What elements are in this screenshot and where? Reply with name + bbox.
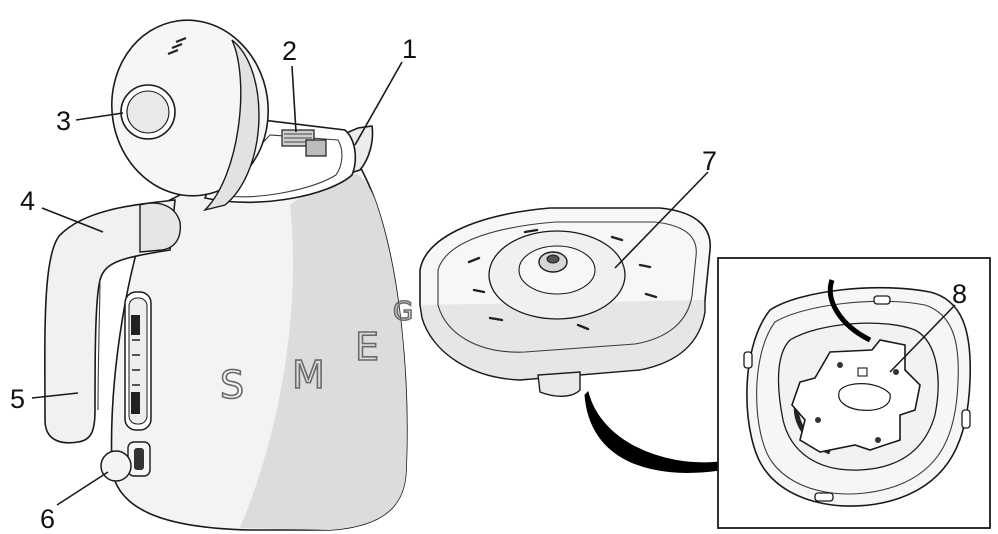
kettle-handle-top xyxy=(139,202,182,253)
callout-leaders xyxy=(31,61,956,506)
base-rim xyxy=(419,300,706,381)
callout-5: 5 xyxy=(10,384,25,414)
base-foot xyxy=(537,371,581,397)
callout-3: 3 xyxy=(56,106,71,136)
callout-7: 7 xyxy=(702,146,717,176)
logo-letter-g: G xyxy=(393,297,413,327)
kettle-handle xyxy=(44,199,176,444)
callout-2: 2 xyxy=(282,36,297,66)
brand-logo: S M E G xyxy=(219,296,414,408)
callout-8: 8 xyxy=(952,279,967,309)
logo-letter-m: M xyxy=(292,353,325,397)
water-level-window xyxy=(124,291,152,431)
kettle-handle-inner xyxy=(97,279,101,411)
power-cord-swoosh xyxy=(584,391,721,473)
lid-opening-button xyxy=(120,84,176,140)
limescale-filter xyxy=(281,129,327,157)
logo-letter-e: E xyxy=(355,325,379,369)
callout-labels: 1 2 3 4 5 6 7 8 xyxy=(10,34,967,534)
power-base-illustration xyxy=(419,207,711,397)
on-off-lever xyxy=(100,441,151,482)
kettle-illustration: S M E G xyxy=(44,19,414,531)
kettle-lid xyxy=(110,19,270,212)
callout-1: 1 xyxy=(402,34,417,64)
callout-4: 4 xyxy=(20,186,35,216)
logo-letter-s: S xyxy=(220,363,244,407)
base-inner-ring xyxy=(437,221,697,353)
base-underside-illustration xyxy=(717,257,991,529)
kettle-body-shade xyxy=(240,170,407,530)
callout-6: 6 xyxy=(40,504,55,534)
